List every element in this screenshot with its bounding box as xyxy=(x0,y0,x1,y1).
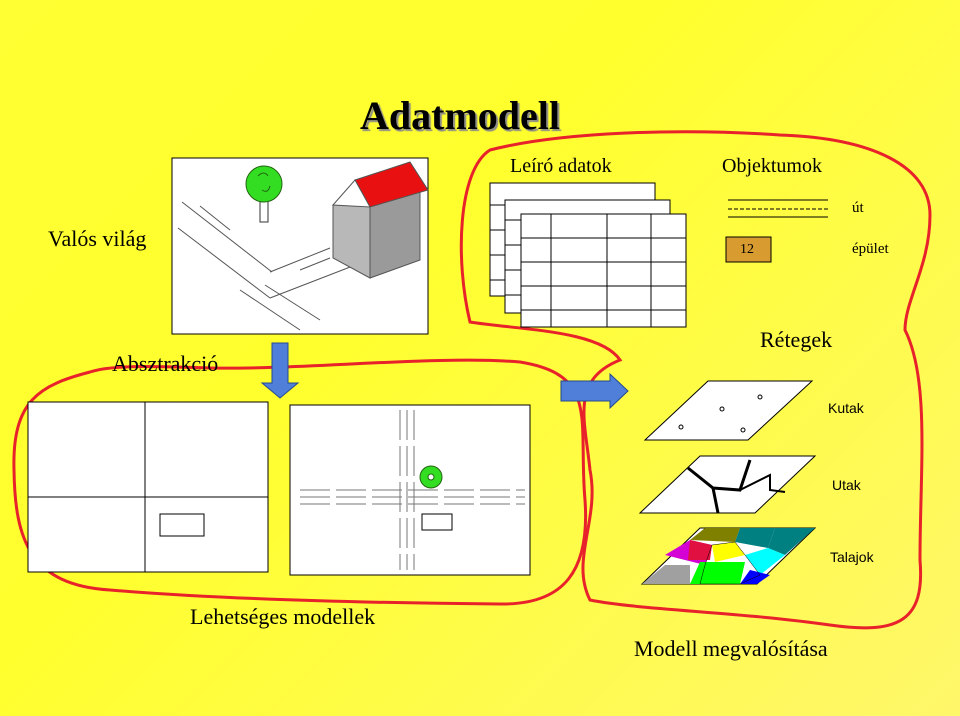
building-object-icon xyxy=(725,236,772,263)
abstraction-label: Absztrakció xyxy=(112,351,219,376)
descriptive-data-label: Leíró adatok xyxy=(510,155,612,177)
soils-layer xyxy=(640,527,817,585)
road-label: út xyxy=(852,200,864,216)
objects-label: Objektumok xyxy=(722,155,822,177)
road-object-icon xyxy=(728,199,828,218)
model-implementation-outline xyxy=(459,130,932,630)
tree-trunk xyxy=(259,199,269,223)
layer-wells-label: Kutak xyxy=(828,400,864,416)
roads-layer xyxy=(638,455,817,514)
tree-icon xyxy=(245,165,283,203)
layer-soils-label: Talajok xyxy=(830,549,874,565)
possible-models-label: Lehetséges modellek xyxy=(190,604,376,629)
vector-model xyxy=(289,404,531,576)
data-tables xyxy=(489,182,687,328)
layers-label: Rétegek xyxy=(760,327,833,352)
down-arrow-icon xyxy=(260,342,300,399)
real-world-label: Valós világ xyxy=(48,226,147,251)
building-label: épület xyxy=(852,241,889,257)
right-arrow-icon xyxy=(560,372,629,410)
grid-model xyxy=(27,401,269,573)
page-title: Adatmodell xyxy=(360,93,560,138)
model-implementation-label: Modell megvalósítása xyxy=(634,636,828,661)
real-world-scene xyxy=(171,157,429,335)
possible-models-outline xyxy=(12,358,588,606)
layer-roads-label: Utak xyxy=(832,477,861,493)
wells-layer xyxy=(643,380,814,441)
building-number: 12 xyxy=(740,242,754,257)
